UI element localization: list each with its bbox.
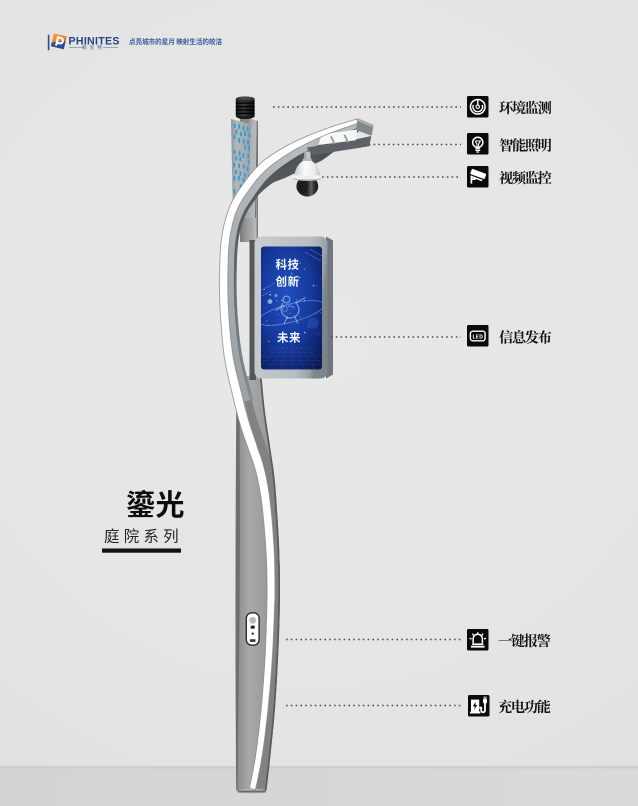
svg-text:环境监测: 环境监测	[499, 98, 552, 118]
svg-text:视频监控: 视频监控	[499, 168, 552, 188]
svg-text:PHINITES: PHINITES	[69, 35, 120, 47]
svg-text:未来: 未来	[277, 330, 301, 346]
svg-text:LED: LED	[472, 332, 483, 340]
svg-text:一键报警: 一键报警	[498, 631, 551, 651]
svg-text:庭院系列: 庭院系列	[104, 525, 183, 547]
svg-text:科技: 科技	[276, 257, 300, 273]
svg-text:菲尼特: 菲尼特	[82, 44, 105, 51]
svg-text:充电功能: 充电功能	[498, 697, 551, 717]
svg-text:智能照明: 智能照明	[499, 136, 552, 156]
svg-text:鎏光: 鎏光	[126, 482, 185, 524]
svg-text:信息发布: 信息发布	[499, 328, 552, 348]
svg-text:创新: 创新	[276, 274, 300, 290]
svg-text:点亮城市的星月 映射生活的皎洁: 点亮城市的星月 映射生活的皎洁	[129, 36, 223, 46]
